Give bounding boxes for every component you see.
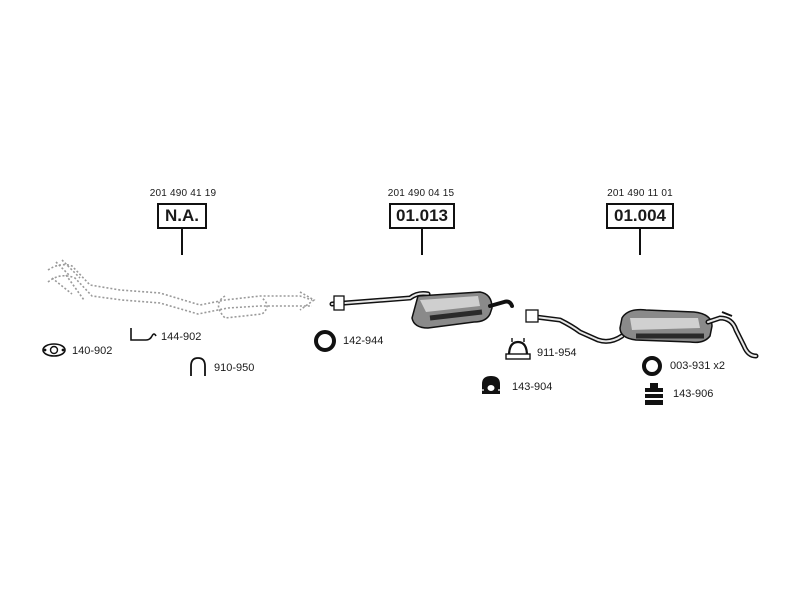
sealing-ring-icon[interactable]	[314, 330, 336, 352]
part-code-box-middle-muffler[interactable]: 01.013	[389, 203, 455, 229]
u-bolt-icon[interactable]	[190, 357, 206, 376]
part-label-910-950: 910-950	[214, 362, 255, 374]
part-label-142-944: 142-944	[343, 335, 384, 347]
pipe-clamp-icon[interactable]	[505, 338, 531, 360]
part-code-box-rear-muffler[interactable]: 01.004	[606, 203, 674, 229]
part-label-143-904: 143-904	[512, 381, 553, 393]
leader-line-middle-muffler	[421, 229, 423, 255]
front-pipe-dotted-drawing[interactable]	[47, 259, 316, 319]
middle-muffler-drawing[interactable]	[329, 291, 514, 329]
clamp-bracket-icon[interactable]	[130, 328, 157, 341]
rubber-mount-icon[interactable]	[645, 383, 663, 405]
rear-muffler-drawing[interactable]	[525, 308, 759, 359]
part-label-911-954: 911-954	[537, 347, 577, 359]
part-label-143-906: 143-906	[673, 388, 714, 400]
part-label-003-931: 003-931 x2	[670, 360, 726, 372]
leader-line-rear-muffler	[639, 229, 641, 255]
oem-number-rear-muffler: 201 490 11 01	[607, 188, 673, 199]
oem-number-middle-muffler: 201 490 04 15	[387, 188, 455, 199]
part-code-box-front-pipe[interactable]: N.A.	[157, 203, 207, 229]
o-ring-icon[interactable]	[642, 356, 662, 376]
flange-gasket-icon[interactable]	[42, 343, 66, 357]
rubber-hanger-icon[interactable]	[480, 376, 502, 394]
part-label-140-902: 140-902	[72, 345, 113, 357]
leader-line-front-pipe	[181, 229, 183, 255]
oem-number-front-pipe: 201 490 41 19	[149, 188, 217, 199]
part-label-144-902: 144-902	[161, 331, 202, 343]
